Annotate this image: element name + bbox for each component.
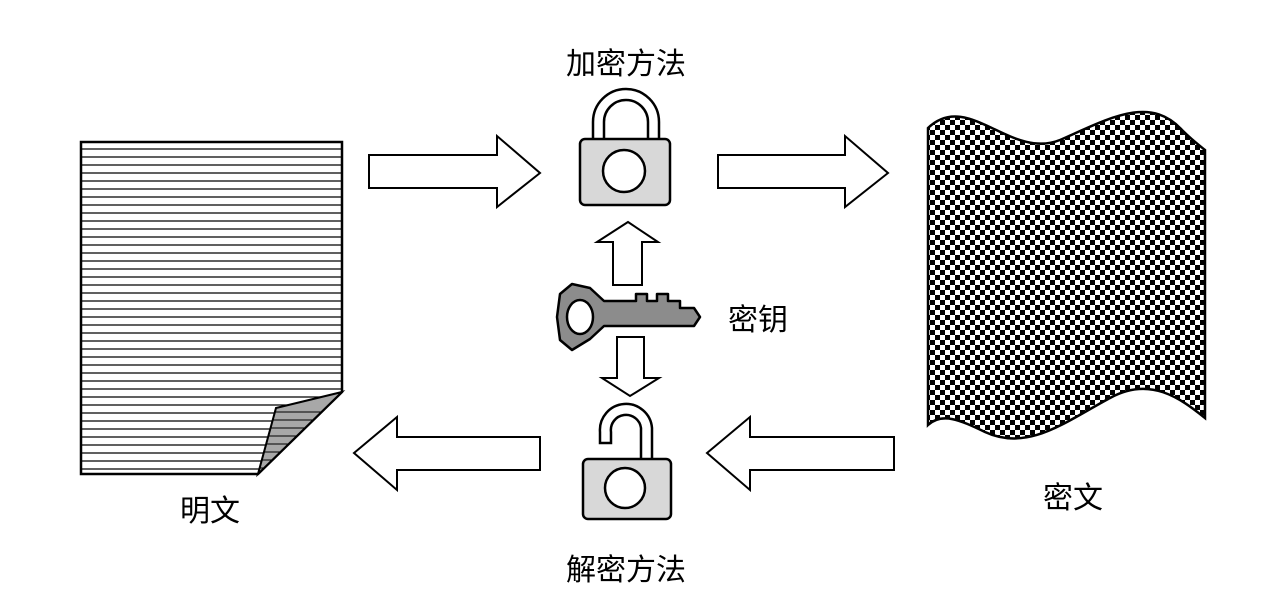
open-padlock-icon — [581, 402, 673, 521]
plaintext-label: 明文 — [180, 494, 240, 529]
key-icon — [555, 282, 702, 352]
key-label: 密钥 — [728, 303, 788, 338]
arrow-decrypt-to-plain — [352, 414, 541, 493]
plaintext-document-icon — [79, 140, 346, 478]
arrow-encrypt-to-cipher — [717, 133, 890, 210]
ciphertext-document-icon — [926, 110, 1207, 440]
closed-padlock-icon — [578, 87, 672, 207]
decrypt-method-label: 解密方法 — [566, 553, 686, 588]
arrow-key-to-decrypt — [598, 336, 663, 398]
arrow-key-to-encrypt — [593, 220, 662, 286]
arrow-cipher-to-decrypt — [705, 414, 895, 493]
encrypt-method-label: 加密方法 — [566, 47, 686, 82]
arrow-plain-to-encrypt — [368, 133, 542, 210]
ciphertext-label: 密文 — [1043, 481, 1103, 516]
